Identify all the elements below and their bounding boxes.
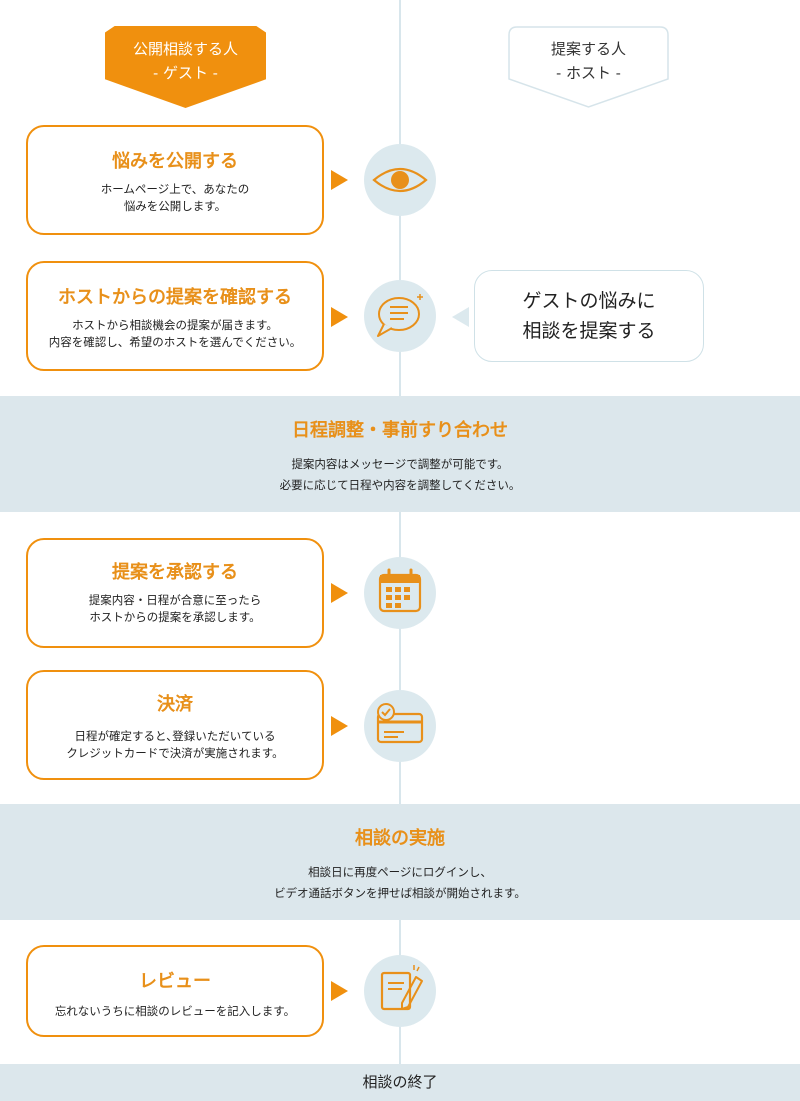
host-header-title: 提案する人 [550, 40, 626, 58]
host-tag-outline-icon [508, 26, 669, 108]
timeline-line [399, 0, 401, 1065]
step-publish-desc-line1: ホームページ上で、あなたの [100, 182, 250, 196]
step-confirm-desc-line2: 内容を確認し、希望のホストを選んでください。 [48, 335, 302, 349]
session-band-title: 相談の実施 [355, 828, 445, 849]
step-publish-box: 悩みを公開する ホームページ上で、あなたの 悩みを公開します。 [26, 125, 324, 235]
arrow-right-icon [331, 583, 348, 603]
guest-header-title: 公開相談する人 [132, 40, 238, 58]
credit-card-icon-circle [364, 690, 436, 762]
step-review-title: レビュー [139, 971, 211, 992]
arrow-left-icon [452, 307, 469, 327]
host-header-role: - ホスト - [556, 64, 621, 82]
host-header-tag: 提案する人 - ホスト - [508, 26, 669, 108]
session-band-desc-line2: ビデオ通話ボタンを押せば相談が開始されます。 [274, 886, 526, 900]
guest-header-role: - ゲスト - [153, 64, 218, 82]
chat-bubble-icon [377, 294, 423, 337]
notebook-pencil-icon [380, 965, 423, 1011]
arrow-right-icon [331, 170, 348, 190]
step-publish-title: 悩みを公開する [112, 151, 238, 172]
step-publish-desc-line2: 悩みを公開します。 [123, 199, 227, 213]
host-propose-line1: ゲストの悩みに [522, 290, 656, 312]
schedule-band-title: 日程調整・事前すり合わせ [292, 420, 508, 441]
host-propose-line2: 相談を提案する [522, 320, 656, 342]
session-band-desc: 相談日に再度ページにログインし、 ビデオ通話ボタンを押せば相談が開始されます。 [0, 862, 800, 904]
step-approve-desc-line2: ホストからの提案を承認します。 [89, 610, 261, 624]
step-approve-box: 提案を承認する 提案内容・日程が合意に至ったら ホストからの提案を承認します。 [26, 538, 324, 648]
step-approve-desc-line1: 提案内容・日程が合意に至ったら [88, 593, 262, 607]
step-payment-desc: 日程が確定すると､登録いただいている クレジットカードで決済が実施されます。 [28, 728, 322, 762]
step-publish-desc: ホームページ上で、あなたの 悩みを公開します。 [28, 181, 322, 215]
credit-card-icon [376, 703, 424, 744]
step-payment-box: 決済 日程が確定すると､登録いただいている クレジットカードで決済が実施されます… [26, 670, 324, 780]
calendar-icon [378, 568, 422, 613]
arrow-right-icon [331, 307, 348, 327]
session-band-desc-line1: 相談日に再度ページにログインし、 [308, 865, 492, 879]
session-band: 相談の実施 相談日に再度ページにログインし、 ビデオ通話ボタンを押せば相談が開始… [0, 804, 800, 920]
end-band-label: 相談の終了 [362, 1073, 438, 1091]
step-confirm-title: ホストからの提案を確認する [58, 287, 292, 308]
step-approve-title: 提案を承認する [112, 562, 238, 583]
step-review-box: レビュー 忘れないうちに相談のレビューを記入します。 [26, 945, 324, 1037]
step-payment-desc-line1: 日程が確定すると､登録いただいている [74, 729, 276, 743]
schedule-band-desc: 提案内容はメッセージで調整が可能です。 必要に応じて日程や内容を調整してください… [0, 454, 800, 496]
step-payment-title: 決済 [157, 694, 193, 715]
step-confirm-box: ホストからの提案を確認する ホストから相談機会の提案が届きます。 内容を確認し、… [26, 261, 324, 371]
step-confirm-desc-line1: ホストから相談機会の提案が届きます。 [72, 318, 278, 332]
notebook-pencil-icon-circle [364, 955, 436, 1027]
end-band: 相談の終了 [0, 1064, 800, 1101]
step-payment-desc-line2: クレジットカードで決済が実施されます。 [66, 746, 284, 760]
eye-icon-circle [364, 144, 436, 216]
schedule-band: 日程調整・事前すり合わせ 提案内容はメッセージで調整が可能です。 必要に応じて日… [0, 396, 800, 512]
step-confirm-desc: ホストから相談機会の提案が届きます。 内容を確認し、希望のホストを選んでください… [28, 317, 322, 351]
eye-icon [372, 167, 428, 193]
arrow-right-icon [331, 716, 348, 736]
host-propose-box: ゲストの悩みに 相談を提案する [474, 270, 704, 362]
chat-bubble-icon-circle [364, 280, 436, 352]
step-review-desc-line1: 忘れないうちに相談のレビューを記入します。 [54, 1004, 296, 1018]
schedule-band-desc-line2: 必要に応じて日程や内容を調整してください。 [279, 478, 521, 492]
guest-header-tag: 公開相談する人 - ゲスト - [105, 26, 266, 108]
step-approve-desc: 提案内容・日程が合意に至ったら ホストからの提案を承認します。 [28, 592, 322, 626]
arrow-right-icon [331, 981, 348, 1001]
calendar-icon-circle [364, 557, 436, 629]
schedule-band-desc-line1: 提案内容はメッセージで調整が可能です。 [291, 457, 509, 471]
step-review-desc: 忘れないうちに相談のレビューを記入します。 [28, 1003, 322, 1020]
